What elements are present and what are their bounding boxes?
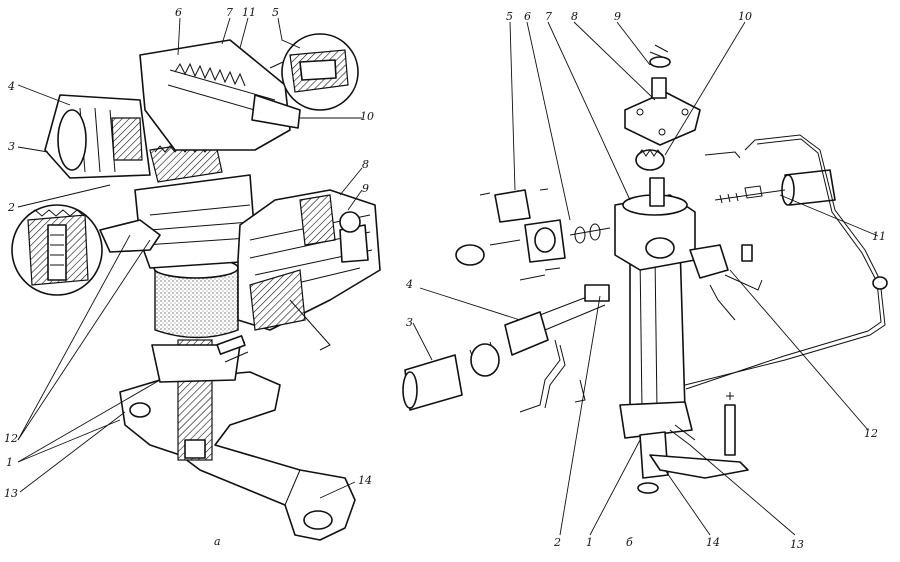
view-letter-left: а — [214, 535, 221, 548]
view-letter-right: б — [626, 536, 633, 549]
label-left-4: 4 — [7, 80, 15, 93]
right-labels: 5 6 7 8 9 10 11 12 4 3 2 1 14 13 б — [405, 10, 886, 551]
label-right-9: 9 — [614, 10, 621, 23]
label-left-8: 8 — [362, 158, 369, 171]
label-right-4: 4 — [405, 278, 413, 291]
lower-arm-14 — [649, 454, 749, 479]
main-body — [134, 174, 256, 269]
label-right-2: 2 — [553, 536, 561, 549]
right-exploded-view — [402, 44, 888, 494]
label-left-2: 2 — [7, 201, 15, 214]
label-left-10: 10 — [360, 110, 374, 123]
column-housing — [629, 244, 686, 416]
pipe-line — [684, 134, 886, 386]
pump-body-5 — [494, 189, 531, 223]
label-right-13: 13 — [790, 538, 804, 551]
label-right-7: 7 — [545, 10, 552, 23]
label-left-12: 12 — [4, 432, 18, 445]
label-left-1: 1 — [6, 456, 13, 469]
left-labels: 4 3 2 6 7 11 5 10 8 9 12 1 13 14 а — [4, 6, 374, 548]
valve-12 — [689, 244, 729, 279]
label-right-12: 12 — [864, 427, 878, 440]
cylinder-housing — [154, 267, 239, 339]
label-left-5: 5 — [272, 6, 279, 19]
label-left-7: 7 — [226, 6, 233, 19]
label-right-10: 10 — [738, 10, 752, 23]
label-left-11: 11 — [242, 6, 256, 19]
valve-body — [139, 39, 291, 151]
label-left-3: 3 — [8, 140, 15, 153]
label-right-5: 5 — [506, 10, 513, 23]
right-leader-lines — [412, 21, 879, 536]
left-assembly-view — [11, 33, 381, 541]
label-left-14: 14 — [358, 474, 372, 487]
left-leader-lines — [17, 17, 363, 499]
label-right-8: 8 — [571, 10, 578, 23]
label-right-3: 3 — [406, 316, 413, 329]
label-right-11: 11 — [872, 230, 886, 243]
label-left-9: 9 — [362, 182, 369, 195]
label-left-13: 13 — [4, 487, 18, 500]
linkage-lower — [519, 339, 561, 413]
label-left-6: 6 — [175, 6, 182, 19]
label-right-1: 1 — [586, 536, 593, 549]
label-right-14: 14 — [706, 536, 720, 549]
label-right-6: 6 — [524, 10, 531, 23]
part-4-shaft — [504, 311, 549, 356]
top-cover — [624, 91, 701, 146]
